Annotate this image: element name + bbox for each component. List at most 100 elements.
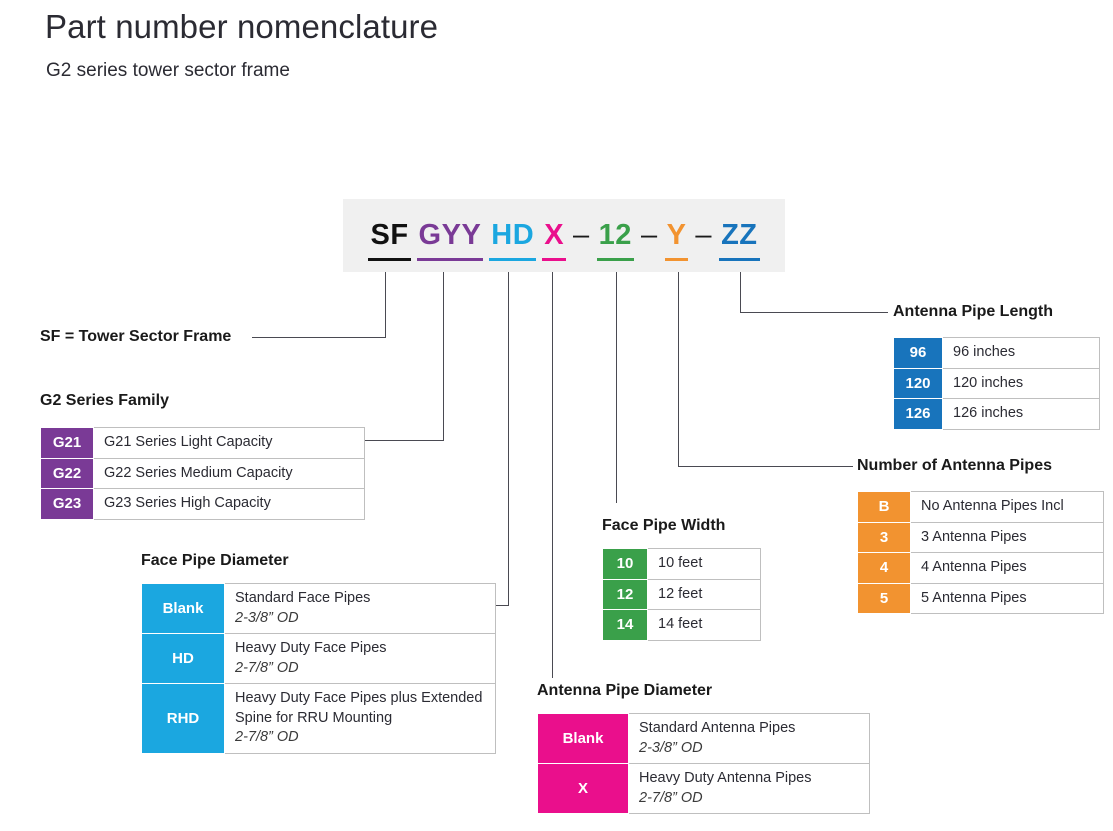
- face-dia-key-hd: HD: [141, 633, 225, 685]
- series-key-g21: G21: [40, 427, 94, 459]
- page-subtitle: G2 series tower sector frame: [46, 60, 290, 81]
- table-face-pipe-diameter: Blank Standard Face Pipes 2-3/8” OD HD H…: [141, 582, 496, 754]
- pn-segment-sf: SF: [368, 219, 411, 261]
- ant-dia-key-x: X: [537, 763, 629, 815]
- face-dia-od-blank: 2-3/8” OD: [235, 609, 299, 626]
- pn-segment-gyy-text: GYY: [418, 219, 482, 251]
- pn-underline-y: [664, 258, 689, 261]
- table-antenna-pipe-count: B No Antenna Pipes Incl 3 3 Antenna Pipe…: [857, 491, 1104, 615]
- pn-dash-3: –: [695, 219, 713, 251]
- width-key-10: 10: [602, 548, 648, 580]
- face-dia-value-blank: Standard Face Pipes 2-3/8” OD: [224, 582, 496, 635]
- pn-segment-hd-text: HD: [491, 219, 535, 251]
- face-dia-od-rhd: 2-7/8” OD: [235, 729, 299, 746]
- face-dia-value-rhd: Heavy Duty Face Pipes plus Extended Spin…: [224, 683, 496, 754]
- table-row: 126 126 inches: [893, 398, 1100, 430]
- pn-underline-12: [596, 258, 634, 261]
- width-value-14: 14 feet: [647, 609, 761, 641]
- callout-series-label: G2 Series Family: [40, 392, 169, 409]
- pn-segment-sf-text: SF: [370, 219, 409, 251]
- page-title: Part number nomenclature: [45, 8, 439, 45]
- connector-sf-vertical: [385, 272, 386, 338]
- table-row: 120 120 inches: [893, 367, 1100, 400]
- pn-segment-12-text: 12: [598, 219, 632, 251]
- num-key-4: 4: [857, 552, 911, 584]
- series-key-g22: G22: [40, 457, 94, 490]
- face-dia-desc-hd: Heavy Duty Face Pipes: [235, 640, 387, 657]
- ant-dia-desc-x: Heavy Duty Antenna Pipes: [639, 770, 812, 787]
- table-row: 3 3 Antenna Pipes: [857, 521, 1104, 554]
- connector-x-vertical: [552, 272, 553, 678]
- callout-sf-label: SF = Tower Sector Frame: [40, 328, 232, 345]
- callout-antenna-diameter-label: Antenna Pipe Diameter: [537, 682, 713, 699]
- callout-face-diameter-label: Face Pipe Diameter: [141, 552, 289, 569]
- table-row: G22 G22 Series Medium Capacity: [40, 457, 365, 490]
- pn-dash-2: –: [640, 219, 658, 251]
- callout-antenna-length-label: Antenna Pipe Length: [893, 303, 1053, 320]
- table-row: 5 5 Antenna Pipes: [857, 582, 1104, 615]
- width-value-12: 12 feet: [647, 578, 761, 611]
- connector-zz-horizontal: [740, 312, 888, 313]
- len-value-120: 120 inches: [942, 367, 1100, 400]
- connector-hd-vertical: [508, 272, 509, 606]
- connector-gyy-horizontal: [346, 440, 444, 441]
- connector-zz-vertical: [740, 272, 741, 312]
- pn-underline-gyy: [416, 258, 484, 261]
- table-row: 12 12 feet: [602, 578, 761, 611]
- face-dia-value-hd: Heavy Duty Face Pipes 2-7/8” OD: [224, 633, 496, 685]
- pn-segment-12: 12: [596, 219, 634, 261]
- ant-dia-od-x: 2-7/8” OD: [639, 789, 703, 806]
- connector-12-vertical: [616, 272, 617, 503]
- len-key-126: 126: [893, 398, 943, 430]
- callout-face-width-label: Face Pipe Width: [602, 517, 726, 534]
- face-dia-key-blank: Blank: [141, 582, 225, 635]
- ant-dia-desc-blank: Standard Antenna Pipes: [639, 720, 796, 736]
- pn-segment-x-text: X: [544, 219, 565, 251]
- table-antenna-pipe-length: 96 96 inches 120 120 inches 126 126 inch…: [893, 337, 1100, 430]
- num-value-4: 4 Antenna Pipes: [910, 552, 1104, 584]
- face-dia-key-rhd: RHD: [141, 683, 225, 754]
- table-row: B No Antenna Pipes Incl: [857, 491, 1104, 523]
- table-antenna-pipe-diameter: Blank Standard Antenna Pipes 2-3/8” OD X…: [537, 712, 870, 815]
- pn-segment-y-text: Y: [666, 219, 687, 251]
- connector-gyy-vertical: [443, 272, 444, 441]
- face-dia-desc-rhd: Heavy Duty Face Pipes plus Extended Spin…: [235, 690, 483, 726]
- face-dia-desc-blank: Standard Face Pipes: [235, 590, 371, 606]
- table-row: 4 4 Antenna Pipes: [857, 552, 1104, 584]
- pn-segment-zz-text: ZZ: [721, 219, 758, 251]
- num-value-3: 3 Antenna Pipes: [910, 521, 1104, 554]
- pn-dash-1: –: [573, 219, 590, 251]
- pn-segment-x: X: [542, 219, 567, 261]
- table-row: G23 G23 Series High Capacity: [40, 488, 365, 520]
- width-key-14: 14: [602, 609, 648, 641]
- series-value-g21: G21 Series Light Capacity: [93, 427, 365, 459]
- series-value-g23: G23 Series High Capacity: [93, 488, 365, 520]
- pn-underline-sf: [368, 258, 411, 261]
- len-key-120: 120: [893, 367, 943, 400]
- pn-underline-x: [542, 258, 567, 261]
- pn-segment-gyy: GYY: [416, 219, 484, 261]
- ant-dia-value-blank: Standard Antenna Pipes 2-3/8” OD: [628, 712, 870, 765]
- table-row: Blank Standard Face Pipes 2-3/8” OD: [141, 582, 496, 635]
- len-value-126: 126 inches: [942, 398, 1100, 430]
- table-row: X Heavy Duty Antenna Pipes 2-7/8” OD: [537, 763, 870, 815]
- table-row: Blank Standard Antenna Pipes 2-3/8” OD: [537, 712, 870, 765]
- table-face-pipe-width: 10 10 feet 12 12 feet 14 14 feet: [602, 548, 761, 641]
- ant-dia-od-blank: 2-3/8” OD: [639, 739, 703, 756]
- num-value-b: No Antenna Pipes Incl: [910, 491, 1104, 523]
- table-row: 14 14 feet: [602, 609, 761, 641]
- table-row: HD Heavy Duty Face Pipes 2-7/8” OD: [141, 633, 496, 685]
- table-row: RHD Heavy Duty Face Pipes plus Extended …: [141, 683, 496, 754]
- connector-sf-horizontal: [252, 337, 386, 338]
- pn-segment-y: Y: [664, 219, 689, 261]
- width-key-12: 12: [602, 578, 648, 611]
- len-value-96: 96 inches: [942, 337, 1100, 369]
- ant-dia-value-x: Heavy Duty Antenna Pipes 2-7/8” OD: [628, 763, 870, 815]
- table-row: 10 10 feet: [602, 548, 761, 580]
- num-value-5: 5 Antenna Pipes: [910, 582, 1104, 615]
- table-row: 96 96 inches: [893, 337, 1100, 369]
- num-key-b: B: [857, 491, 911, 523]
- len-key-96: 96: [893, 337, 943, 369]
- series-value-g22: G22 Series Medium Capacity: [93, 457, 365, 490]
- width-value-10: 10 feet: [647, 548, 761, 580]
